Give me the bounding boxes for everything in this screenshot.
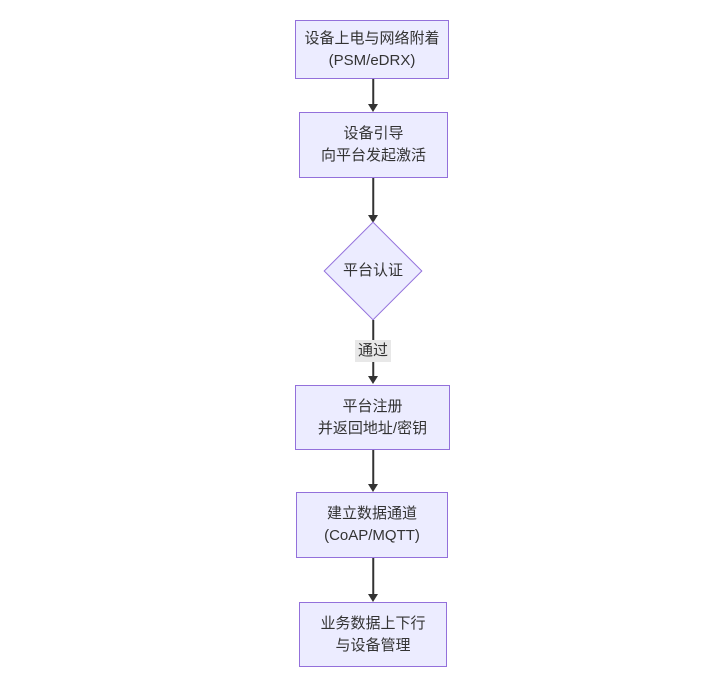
flowchart-node-bootstrap: 设备引导 向平台发起激活	[299, 112, 448, 178]
node-text-line: 设备上电与网络附着	[304, 29, 440, 47]
arrow-head-icon	[368, 376, 378, 384]
node-text-line: 平台认证	[342, 262, 403, 279]
flowchart-arrow-a-b	[366, 79, 380, 112]
flowchart-node-platform-register: 平台注册 并返回地址/密钥	[295, 385, 450, 450]
flowchart-node-data-channel: 建立数据通道 (CoAP/MQTT)	[296, 492, 448, 558]
arrow-head-icon	[368, 484, 378, 492]
arrow-head-icon	[368, 104, 378, 112]
node-text-line: 并返回地址/密钥	[317, 419, 428, 437]
flowchart-node-power-attach: 设备上电与网络附着 (PSM/eDRX)	[295, 20, 449, 79]
flowchart-arrow-e-f	[366, 558, 380, 602]
node-text-line: 与设备管理	[335, 636, 411, 654]
node-text-line: (PSM/eDRX)	[328, 51, 416, 69]
flowchart-arrow-b-c	[366, 178, 380, 223]
flowchart-node-business-data: 业务数据上下行 与设备管理	[299, 602, 447, 667]
node-text-line: 向平台发起激活	[320, 147, 426, 164]
node-text-line: 业务数据上下行	[320, 614, 426, 632]
arrow-head-icon	[368, 215, 378, 223]
flowchart-arrow-d-e	[366, 450, 380, 492]
node-text-line: 建立数据通道	[326, 505, 417, 522]
flowchart-decision-platform-auth: 平台认证	[323, 221, 423, 321]
arrow-line	[372, 450, 374, 486]
arrow-line	[372, 79, 374, 106]
node-text-line: 设备引导	[343, 125, 404, 142]
node-text-line: (CoAP/MQTT)	[324, 527, 420, 544]
node-text-line: 平台注册	[342, 397, 403, 415]
arrow-line	[372, 558, 374, 596]
edge-label-pass: 通过	[354, 340, 392, 362]
arrow-head-icon	[368, 594, 378, 602]
arrow-line	[372, 178, 374, 217]
